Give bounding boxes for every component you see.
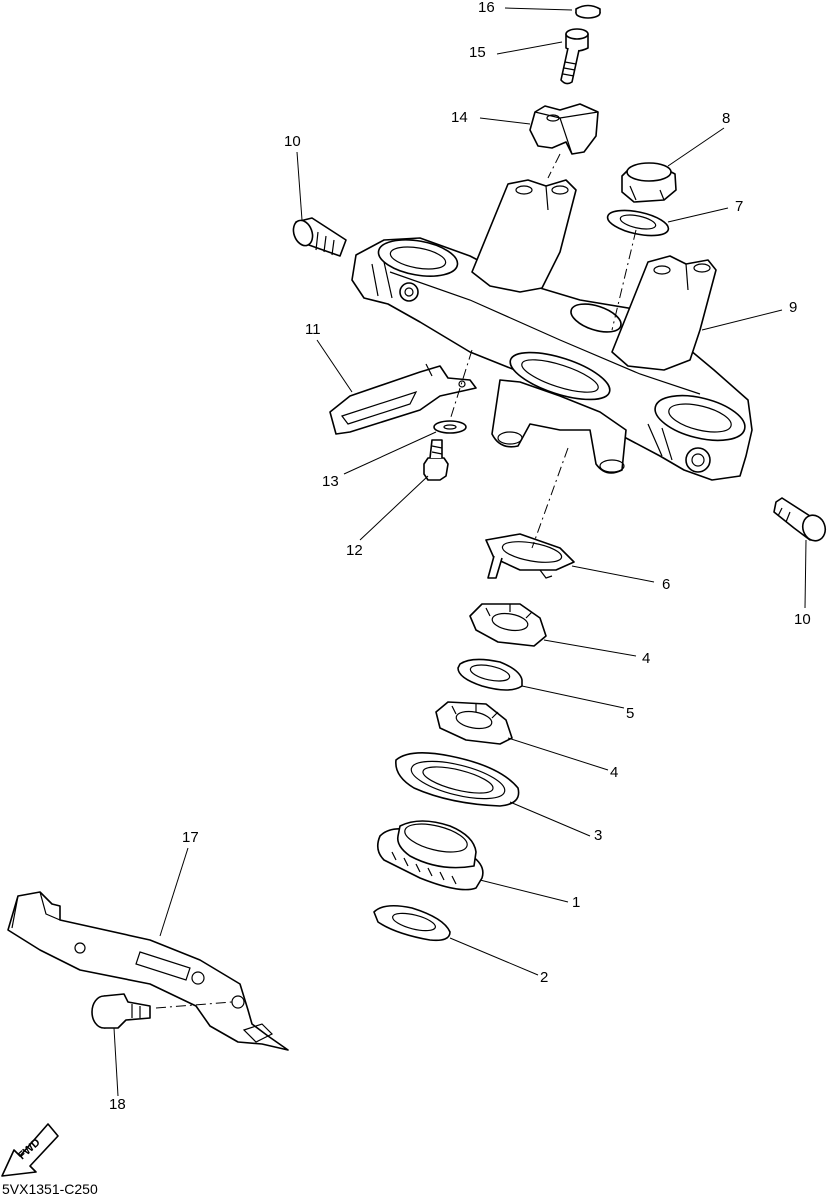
part-handlebar-holder-left	[471, 179, 577, 293]
label-part-3: 3	[594, 827, 603, 844]
label-part-4-lower: 4	[610, 764, 619, 781]
part-15-bolt	[560, 28, 589, 85]
part-17-stay	[7, 891, 289, 1051]
label-part-5: 5	[626, 705, 635, 722]
label-part-13: 13	[322, 473, 339, 490]
label-part-10-lower: 10	[794, 611, 811, 628]
part-14-holder	[529, 103, 599, 155]
part-18-bolt	[91, 993, 151, 1029]
centerlines	[155, 153, 637, 1009]
part-16-cap	[575, 4, 601, 19]
label-part-9: 9	[789, 299, 798, 316]
label-part-18: 18	[109, 1096, 126, 1113]
part-7-washer	[606, 209, 670, 237]
part-11-bracket	[329, 363, 477, 435]
label-part-14: 14	[451, 109, 468, 126]
label-part-6: 6	[662, 576, 671, 593]
part-4-ring-nut-lower	[435, 701, 513, 745]
label-part-15: 15	[469, 44, 486, 61]
part-10-bolt-left	[292, 217, 347, 257]
part-9-crown	[351, 237, 753, 481]
part-5-washer	[457, 658, 523, 691]
label-part-17: 17	[182, 829, 199, 846]
part-6-lock-washer	[485, 533, 575, 579]
label-part-7: 7	[735, 198, 744, 215]
label-part-11: 11	[305, 321, 321, 338]
part-10-bolt-right	[773, 497, 827, 542]
label-part-16: 16	[478, 0, 495, 16]
part-13-washer	[433, 420, 467, 434]
label-part-4-upper: 4	[642, 650, 651, 667]
part-12-bolt	[423, 439, 449, 481]
part-8-nut	[621, 162, 677, 203]
label-part-12: 12	[346, 542, 363, 559]
part-2-oil-seal	[373, 904, 451, 942]
label-part-1: 1	[572, 894, 581, 911]
fwd-arrow-icon: FWD	[1, 1123, 59, 1177]
diagram-code: 5VX1351-C250	[2, 1181, 98, 1196]
part-3-dust-seal	[395, 752, 520, 807]
part-4-ring-nut-upper	[469, 603, 547, 647]
part-handlebar-holder-right	[611, 255, 717, 371]
part-1-bearing	[376, 820, 484, 891]
label-part-10-upper: 10	[284, 133, 301, 150]
label-part-8: 8	[722, 110, 731, 127]
leader-lines	[113, 7, 807, 1097]
label-part-2: 2	[540, 969, 549, 986]
